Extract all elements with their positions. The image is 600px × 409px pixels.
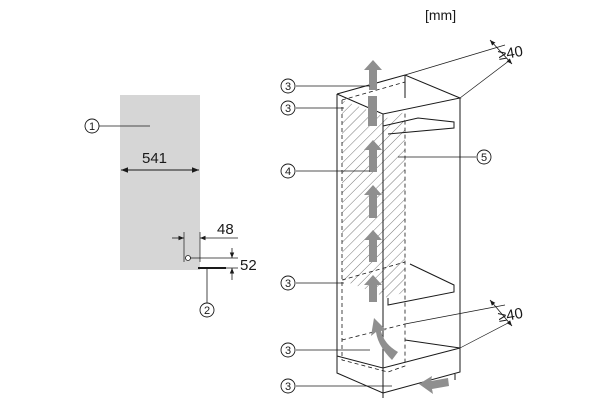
callout-3c: 3 [280,275,344,291]
gap-bottom-ext-2 [459,321,511,349]
inner-lower-shelf [387,263,455,306]
dashed-top-rear [341,81,406,101]
dashed-rear-base [341,323,406,341]
callout-5: 5 [398,149,492,165]
callout-1-circle [84,118,100,134]
callout-3a-label: 3 [285,81,291,93]
inner-top [382,117,455,135]
appliance-hatch [342,100,388,298]
callout-4: 4 [280,163,370,179]
callout-4-label: 4 [285,166,291,178]
callout-2-label: 2 [204,305,210,317]
base-shelf [336,347,461,369]
dashed-rear-left [341,261,406,281]
callout-3d-label: 3 [285,345,291,357]
callout-3e-label: 3 [285,381,291,393]
airflow-arrow-4 [364,230,382,262]
callout-5-label: 5 [481,152,487,164]
callout-3a: 3 [280,78,370,94]
gap-bottom-dim: ≥40 [497,305,524,326]
front-panel [120,95,200,270]
bracket-hole [185,255,191,261]
callout-2-circle [199,302,215,318]
cabinet-right-side [382,98,461,394]
airflow-arrow-3 [364,185,382,218]
gap-top-dim-line [489,39,513,65]
airflow-arrow-curve [371,318,398,360]
callout-3e: 3 [280,378,392,394]
gap-top-ext-2 [459,59,511,99]
callout-3c-label: 3 [285,278,291,290]
callout-3b-label: 3 [285,103,291,115]
unit-label: [mm] [425,7,456,23]
gap-bottom-dim-line [489,299,513,327]
airflow-arrow-inlet [419,376,449,394]
airflow-arrows [364,60,449,394]
airflow-arrow-top [364,60,382,90]
airflow-shaft-1 [368,96,377,126]
cabinet-group: ≥40 ≥40 3 3 4 5 3 [280,39,524,398]
panel-width-dim: 541 [142,150,167,167]
front-panel-group: 541 1 48 52 2 [84,95,257,318]
base-shelf-back [404,339,461,349]
callout-3b: 3 [280,100,344,116]
offset-h-dim: 48 [217,221,234,238]
appliance-hatch-side [388,112,405,298]
gap-top-dim: ≥40 [497,43,524,64]
callout-1-label: 1 [89,121,95,133]
offset-v-dim: 52 [240,257,257,274]
airflow-arrow-5 [364,275,382,302]
airflow-arrow-2 [364,140,382,172]
gap-bottom-ext-1 [404,304,506,325]
callout-3d: 3 [280,342,370,358]
gap-top-ext-1 [404,44,506,76]
